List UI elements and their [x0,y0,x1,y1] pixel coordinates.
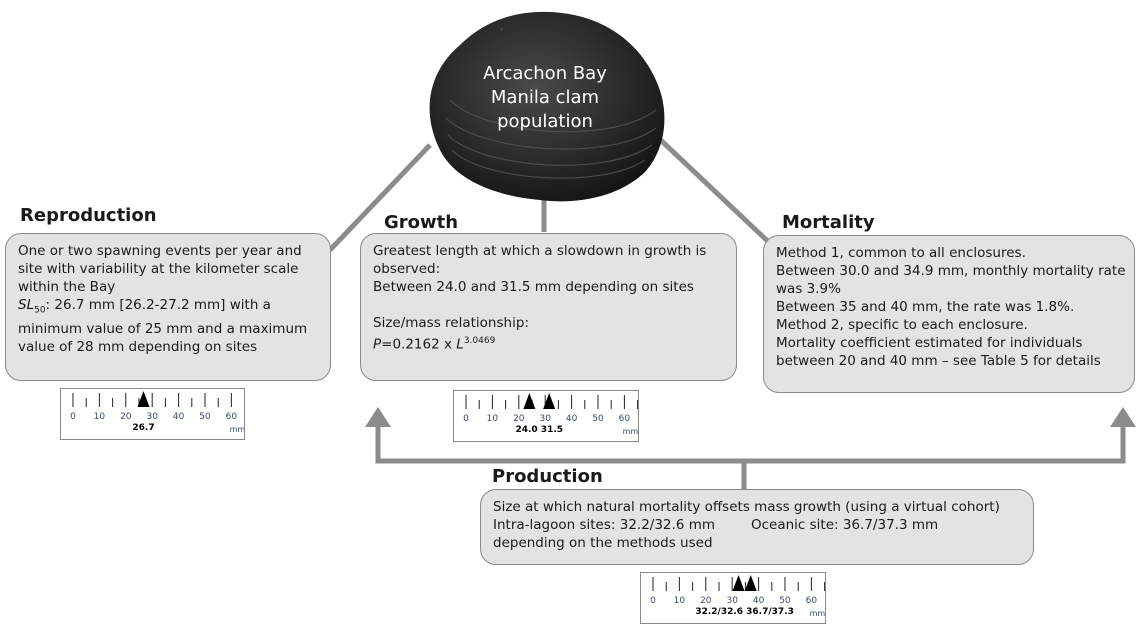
production-arrow-path [375,425,747,490]
arrowhead-growth [365,407,391,427]
reproduction-line: minimum value of 25 mm and a maximum [18,320,308,337]
mortality-line: Mortality coefficient estimated for indi… [776,335,1083,351]
reproduction-box: One or two spawning events per year and … [5,233,331,381]
mortality-line: Method 2, specific to each enclosure. [776,317,1028,333]
growth-box: Greatest length at which a slowdown in g… [360,233,737,381]
scale-tick-label: 40 [566,414,578,424]
mortality-line: Between 35 and 40 mm, the rate was 1.8%. [776,299,1075,315]
shell-title-line: Arcachon Bay [483,63,607,84]
sl50-line: SL50: 26.7 mm [26.2-27.2 mm] with a [18,296,318,320]
scale-tick-label: 20 [700,596,712,606]
reproduction-line: One or two spawning events per year and [18,243,302,259]
mortality-line: between 20 and 40 mm – see Table 5 for d… [776,353,1101,369]
sl-subscript: 50 [34,305,46,316]
scale-production: 0 10 20 30 40 50 60 mm 32.2/32.6 36.7/37.3 [640,572,826,624]
scale-tick-label: 40 [173,412,185,422]
scale-tick-label: 0 [70,412,76,422]
shell-title: Arcachon Bay Manila clam population [460,62,630,134]
scale-tick-label: 10 [674,596,686,606]
scale-unit: mm [810,609,825,618]
scale-tick-label: 60 [619,414,631,424]
formula-exponent: 3.0469 [463,336,496,346]
scale-svg: 0 10 20 30 40 50 60 mm 24.0 31.5 [463,393,638,436]
growth-heading: Growth [384,212,459,233]
growth-line: Greatest length at which a slowdown in g… [373,243,707,259]
connector-mortality [648,128,777,250]
reproduction-heading: Reproduction [20,205,157,226]
scale-growth: 0 10 20 30 40 50 60 mm 24.0 31.5 [453,390,639,442]
production-line: Size at which natural mortality offsets … [493,499,1000,515]
production-box: Size at which natural mortality offsets … [480,489,1034,565]
formula-p: P [373,336,382,353]
formula-mid: =0.2162 x [381,336,457,353]
production-arrow-path-right [744,425,1126,464]
connector-reproduction [328,143,432,252]
mortality-line: Method 1, common to all enclosures. [776,245,1026,261]
formula-l: L [456,336,464,353]
scale-unit: mm [623,427,638,436]
scale-value-label: 24.0 31.5 [515,425,563,435]
scale-tick-label: 0 [463,414,469,424]
scale-value-label: 26.7 [132,423,154,433]
scale-tick-label: 30 [539,414,551,424]
scale-tick-label: 60 [226,412,238,422]
scale-marker [523,393,536,409]
production-line: depending on the methods used [493,535,713,551]
mortality-box: Method 1, common to all enclosures. Betw… [763,235,1135,393]
scale-tick-label: 10 [94,412,106,422]
shell-title-line: population [497,111,593,132]
scale-tick-label: 50 [592,414,604,424]
sl-value: : 26.7 mm [26.2-27.2 mm] with a [45,297,271,313]
scale-tick-label: 50 [779,596,791,606]
production-intra: Intra-lagoon sites: 32.2/32.6 mm [493,517,715,533]
scale-tick-label: 40 [753,596,765,606]
reproduction-line: within the Bay [18,279,116,295]
scale-tick-label: 60 [806,596,818,606]
scale-reproduction: 0 10 20 30 40 50 60 mm 26.7 [60,388,245,440]
scale-value-label: 32.2/32.6 36.7/37.3 [695,607,794,617]
sizemass-label: Size/mass relationship: [373,315,529,331]
production-sites-line: Intra-lagoon sites: 32.2/32.6 mm Oceanic … [493,516,1021,534]
svg-text:.: . [500,22,503,33]
scale-tick-label: 30 [146,412,158,422]
scale-tick-label: 50 [199,412,211,422]
scale-tick-label: 20 [120,412,132,422]
scale-marker [137,391,150,407]
mortality-heading: Mortality [782,212,875,233]
growth-line: observed: [373,261,441,277]
scale-marker [732,575,745,591]
scale-tick-label: 30 [726,596,738,606]
mortality-line: Between 30.0 and 34.9 mm, monthly mortal… [776,263,1126,279]
scale-unit: mm [230,425,244,434]
arrowhead-mortality [1110,407,1136,427]
reproduction-line: value of 28 mm depending on sites [18,338,258,355]
scale-svg: 0 10 20 30 40 50 60 mm 32.2/32.6 36.7/37.3 [650,575,825,618]
shell-title-line: Manila clam [490,87,600,108]
scale-tick-label: 0 [650,596,656,606]
scale-marker [744,575,757,591]
scale-tick-label: 20 [513,414,525,424]
clam-shell-image: . [429,11,665,202]
sl-symbol: SL [18,297,35,313]
scale-tick-label: 10 [487,414,499,424]
growth-line: Between 24.0 and 31.5 mm depending on si… [373,279,694,295]
scale-svg: 0 10 20 30 40 50 60 mm 26.7 [70,391,244,434]
production-heading: Production [492,466,603,487]
reproduction-line: site with variability at the kilometer s… [18,261,299,277]
scale-marker [543,393,556,409]
mortality-line: was 3.9% [776,281,841,297]
sizemass-formula: P=0.2162 x L3.0469 [373,332,724,354]
production-oceanic: Oceanic site: 36.7/37.3 mm [751,517,939,533]
